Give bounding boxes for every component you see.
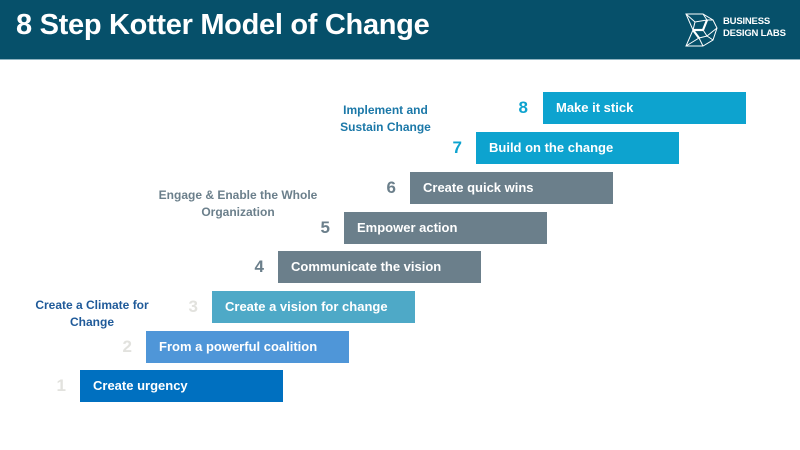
- header-banner: 8 Step Kotter Model of Change BUSINESS D…: [0, 0, 800, 60]
- phase-label-line: Engage & Enable the Whole: [158, 188, 318, 202]
- logo-text: BUSINESS DESIGN LABS: [723, 16, 786, 40]
- phase-label-line: Implement and: [343, 103, 428, 117]
- phase-label-line: Create a Climate for: [35, 298, 149, 312]
- logo-text-line2: DESIGN LABS: [723, 28, 786, 39]
- step-number-4: 4: [254, 257, 264, 276]
- step-number-7: 7: [452, 138, 462, 157]
- step-number-2: 2: [122, 337, 132, 356]
- phase-label-implement: Implement and Sustain Change: [318, 102, 453, 136]
- logo-text-line1: BUSINESS: [723, 16, 770, 27]
- business-design-labs-logo: BUSINESS DESIGN LABS: [683, 12, 793, 48]
- phase-label-line: Change: [69, 315, 114, 329]
- step-number-5: 5: [320, 218, 330, 237]
- step-bar-4: Communicate the vision: [278, 251, 481, 283]
- step-bar-3: Create a vision for change: [212, 291, 415, 323]
- step-bar-6: Create quick wins: [410, 172, 613, 204]
- step-bar-2: From a powerful coalition: [146, 331, 349, 363]
- page-title: 8 Step Kotter Model of Change: [16, 9, 430, 41]
- step-number-3: 3: [188, 297, 198, 316]
- step-bar-5: Empower action: [344, 212, 547, 244]
- phase-label-climate: Create a Climate for Change: [22, 297, 162, 331]
- phase-label-line: Sustain Change: [340, 120, 431, 134]
- step-number-1: 1: [56, 376, 66, 395]
- step-bar-8: Make it stick: [543, 92, 746, 124]
- geometric-network-logo-icon: [685, 13, 718, 47]
- phase-label-engage: Engage & Enable the Whole Organization: [148, 187, 328, 221]
- step-bar-1: Create urgency: [80, 370, 283, 402]
- step-number-6: 6: [386, 178, 396, 197]
- step-bar-7: Build on the change: [476, 132, 679, 164]
- phase-label-line: Organization: [201, 205, 275, 219]
- step-number-8: 8: [518, 98, 528, 117]
